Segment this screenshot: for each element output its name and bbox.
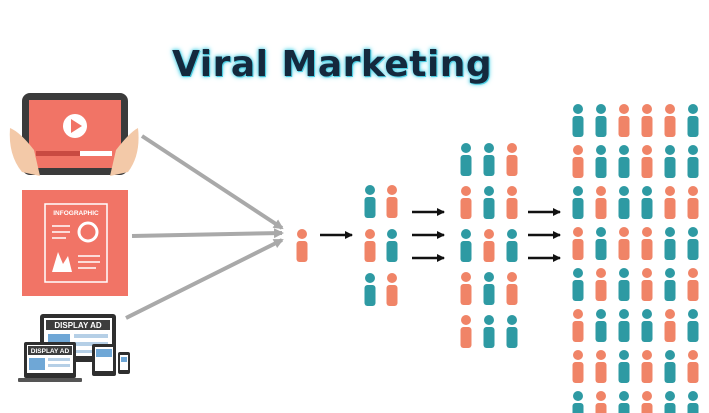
person-icon: [572, 309, 584, 342]
person-icon: [572, 104, 584, 137]
person-icon: [572, 186, 584, 219]
person-icon: [618, 186, 630, 219]
person-icon: [687, 145, 699, 178]
person-icon: [506, 143, 518, 176]
person-icon: [460, 186, 472, 219]
person-icon: [483, 272, 495, 305]
person-icon: [618, 268, 630, 301]
person-icon: [506, 186, 518, 219]
person-icon: [664, 268, 676, 301]
stage-level-1: [364, 185, 398, 306]
people-groups: [296, 104, 699, 413]
person-icon: [664, 186, 676, 219]
person-icon: [483, 229, 495, 262]
person-icon: [687, 350, 699, 383]
infographic-label: INFOGRAPHIC: [53, 210, 99, 217]
devices-display-ad-icon: DISPLAY AD DISPLAY AD: [18, 314, 130, 382]
person-icon: [296, 229, 308, 262]
person-icon: [664, 391, 676, 413]
person-icon: [687, 104, 699, 137]
person-icon: [572, 391, 584, 413]
person-icon: [506, 229, 518, 262]
person-icon: [595, 350, 607, 383]
stage-level-2: [460, 143, 518, 348]
person-icon: [595, 391, 607, 413]
person-icon: [572, 145, 584, 178]
person-icon: [618, 104, 630, 137]
person-icon: [460, 272, 472, 305]
person-icon: [572, 268, 584, 301]
person-icon: [641, 104, 653, 137]
person-icon: [641, 268, 653, 301]
arrow-icon: [131, 228, 284, 239]
converging-arrows: [125, 134, 284, 320]
tablet-video-icon: [9, 93, 139, 176]
person-icon: [664, 104, 676, 137]
person-icon: [483, 315, 495, 348]
person-icon: [460, 315, 472, 348]
person-icon: [687, 227, 699, 260]
page-title: Viral Marketing: [172, 44, 493, 85]
person-icon: [641, 309, 653, 342]
person-icon: [595, 268, 607, 301]
stage-level-3: [572, 104, 699, 413]
person-icon: [595, 145, 607, 178]
person-icon: [641, 145, 653, 178]
person-icon: [572, 350, 584, 383]
stage-origin: [296, 229, 308, 262]
person-icon: [641, 186, 653, 219]
person-icon: [595, 104, 607, 137]
display-ad-label-1: DISPLAY AD: [54, 321, 101, 330]
arrow-icon: [125, 238, 284, 320]
person-icon: [506, 272, 518, 305]
person-icon: [641, 350, 653, 383]
person-icon: [364, 185, 376, 218]
person-icon: [664, 350, 676, 383]
person-icon: [618, 227, 630, 260]
person-icon: [572, 227, 584, 260]
person-icon: [386, 229, 398, 262]
infographic-icon: INFOGRAPHIC: [22, 190, 128, 296]
stage-arrows: [320, 208, 561, 262]
person-icon: [460, 229, 472, 262]
arrow-icon: [140, 134, 284, 230]
person-icon: [664, 227, 676, 260]
person-icon: [687, 186, 699, 219]
person-icon: [595, 186, 607, 219]
person-icon: [483, 143, 495, 176]
person-icon: [687, 309, 699, 342]
person-icon: [595, 227, 607, 260]
person-icon: [618, 350, 630, 383]
person-icon: [641, 227, 653, 260]
person-icon: [618, 391, 630, 413]
person-icon: [386, 273, 398, 306]
person-icon: [664, 309, 676, 342]
person-icon: [460, 143, 472, 176]
display-ad-label-2: DISPLAY AD: [31, 348, 70, 355]
person-icon: [595, 309, 607, 342]
person-icon: [664, 145, 676, 178]
person-icon: [364, 273, 376, 306]
person-icon: [364, 229, 376, 262]
person-icon: [386, 185, 398, 218]
person-icon: [687, 391, 699, 413]
person-icon: [618, 145, 630, 178]
person-icon: [618, 309, 630, 342]
person-icon: [506, 315, 518, 348]
person-icon: [483, 186, 495, 219]
person-icon: [641, 391, 653, 413]
person-icon: [687, 268, 699, 301]
